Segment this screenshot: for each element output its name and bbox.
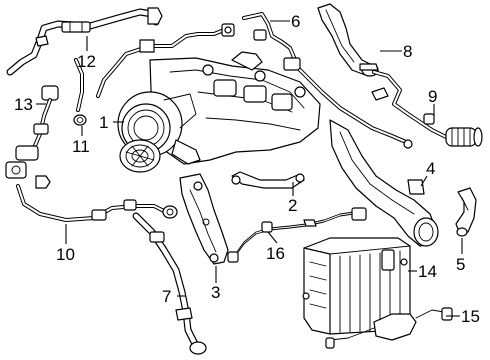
part-4-charge-air-duct — [329, 119, 439, 247]
part-11-clamp — [73, 58, 87, 126]
part-1-turbocharger — [117, 51, 321, 173]
callout-6: 6 — [291, 12, 300, 31]
part-16-sensor — [227, 207, 367, 263]
callout-4: 4 — [426, 159, 435, 178]
callout-14: 14 — [418, 262, 437, 281]
oil-return-line — [298, 68, 413, 149]
part-13-sensor — [5, 85, 59, 189]
callout-labels: 1 2 3 4 5 6 7 8 9 10 11 12 13 14 15 16 — [14, 12, 480, 326]
callout-7: 7 — [162, 287, 171, 306]
callout-5: 5 — [456, 255, 465, 274]
callout-8: 8 — [403, 42, 412, 61]
part-12-coolant-pipe — [6, 7, 163, 76]
part-10-coolant-line — [16, 184, 178, 222]
leader-16 — [267, 231, 278, 244]
part-3-support — [179, 173, 229, 265]
callout-12: 12 — [77, 52, 96, 71]
callout-1: 1 — [99, 113, 108, 132]
callout-11: 11 — [72, 137, 90, 156]
callout-3: 3 — [211, 283, 220, 302]
callout-2: 2 — [288, 196, 297, 215]
callout-15: 15 — [461, 307, 480, 326]
part-8-intake-pipe — [317, 3, 379, 77]
part-2-bracket — [231, 171, 305, 189]
callout-9: 9 — [428, 87, 437, 106]
callout-13: 13 — [14, 95, 33, 114]
part-9-hose — [371, 70, 483, 147]
turbo-oil-line — [96, 23, 235, 98]
callout-10: 10 — [56, 245, 75, 264]
part-6-pipe — [242, 12, 301, 71]
part-7-pipe — [132, 212, 207, 355]
leader-lines — [36, 20, 463, 317]
leader-4 — [420, 175, 428, 187]
part-15-bracket — [325, 307, 453, 349]
part-14-intercooler — [302, 237, 411, 335]
part-5-hose — [455, 187, 477, 237]
callout-16: 16 — [266, 244, 285, 263]
